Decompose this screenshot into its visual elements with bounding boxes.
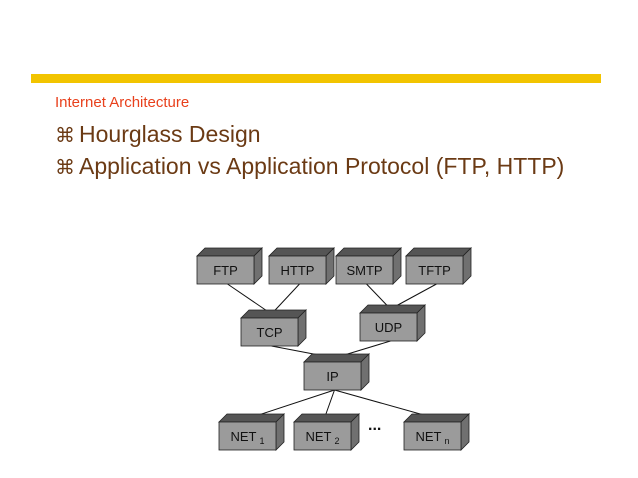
node-label-tcp: TCP <box>257 325 283 340</box>
node-label-udp: UDP <box>375 320 402 335</box>
bullet-item: ⌘Application vs Application Protocol (FT… <box>55 153 564 180</box>
node-label-http: HTTP <box>281 263 315 278</box>
command-bullet-icon: ⌘ <box>55 157 75 179</box>
node-ftp: FTP <box>196 247 263 285</box>
node-ip: IP <box>303 353 370 391</box>
bullet-item: ⌘Hourglass Design <box>55 121 261 148</box>
edge-http-tcp <box>271 283 300 315</box>
node-label-ip: IP <box>326 369 338 384</box>
edge-ip-net1 <box>249 389 335 419</box>
accent-bar <box>31 74 601 83</box>
node-smtp: SMTP <box>335 247 402 285</box>
node-label-smtp: SMTP <box>346 263 382 278</box>
node-label-tftp: TFTP <box>418 263 451 278</box>
bullet-text: Application vs Application Protocol (FTP… <box>79 153 565 179</box>
bullet-text: Hourglass Design <box>79 121 261 147</box>
node-udp: UDP <box>359 304 426 342</box>
edge-ftp-tcp <box>227 283 272 315</box>
node-tftp: TFTP <box>405 247 472 285</box>
edge-ip-netn <box>334 389 435 419</box>
node-label-ftp: FTP <box>213 263 238 278</box>
diagram-edges <box>227 283 437 419</box>
ellipsis-label: ... <box>368 417 381 434</box>
command-bullet-icon: ⌘ <box>55 125 75 147</box>
edge-ip-net2 <box>324 389 335 419</box>
node-http: HTTP <box>268 247 335 285</box>
section-title: Internet Architecture <box>55 94 190 111</box>
node-tcp: TCP <box>240 309 307 347</box>
